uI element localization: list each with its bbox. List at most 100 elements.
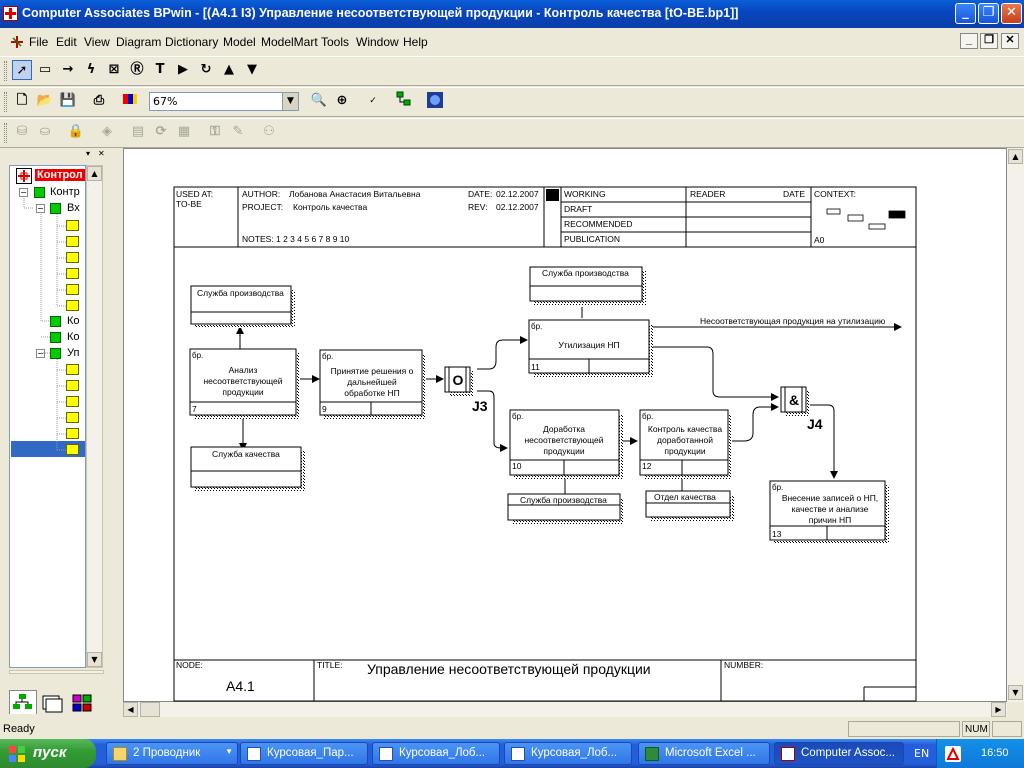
uow-box-11[interactable]: бр. Утилизация НП 11 bbox=[528, 319, 653, 377]
squiggle-tool-icon[interactable]: ϟ bbox=[86, 62, 96, 77]
mm-refresh-icon[interactable]: ⟳ bbox=[155, 124, 167, 139]
mm-disconnect-icon[interactable]: ⛀ bbox=[39, 124, 51, 139]
uow-box-13[interactable]: бр. Внесение записей о НП, качестве и ан… bbox=[769, 480, 889, 544]
model-explorer-icon[interactable] bbox=[394, 91, 414, 111]
task-bpwin[interactable]: Computer Assoc... bbox=[774, 742, 904, 765]
go-down-icon[interactable]: ▼ bbox=[247, 62, 257, 77]
zoom-select[interactable]: 67% ▼ bbox=[149, 92, 299, 111]
close-button[interactable]: ✕ bbox=[1001, 3, 1022, 24]
print-icon[interactable]: ⎙ bbox=[93, 93, 105, 108]
menu-modelmart[interactable]: ModelMart bbox=[261, 35, 318, 49]
mdi-minimize-button[interactable]: _ bbox=[960, 33, 978, 49]
menu-view[interactable]: View bbox=[84, 35, 110, 49]
uow-tool-icon[interactable]: ▭ bbox=[38, 62, 52, 77]
menu-dictionary[interactable]: Dictionary bbox=[165, 35, 219, 49]
task-explorer[interactable]: 2 Проводник ▼ bbox=[106, 742, 238, 765]
mm-library-icon[interactable]: ▤ bbox=[131, 124, 145, 139]
app-icon[interactable] bbox=[3, 6, 18, 21]
open-folder-icon[interactable]: 📂 bbox=[36, 93, 54, 108]
uow-node-icon[interactable] bbox=[66, 396, 79, 407]
mm-security-icon[interactable]: ⚿ bbox=[210, 124, 220, 139]
link-tool-icon[interactable]: → bbox=[62, 62, 74, 77]
scroll-left-icon[interactable]: ◀ bbox=[123, 702, 138, 717]
ref-box-tool-icon[interactable]: Ⓡ bbox=[130, 62, 144, 77]
scroll-down-icon[interactable]: ▼ bbox=[1008, 685, 1023, 700]
mm-users-icon[interactable]: ⚇ bbox=[263, 124, 275, 139]
close-icon[interactable]: ✕ bbox=[98, 149, 105, 158]
menu-edit[interactable]: Edit bbox=[56, 35, 77, 49]
collapse-icon[interactable]: − bbox=[19, 188, 28, 197]
object-box[interactable]: Отдел качества bbox=[645, 490, 734, 521]
minimize-button[interactable]: _ bbox=[955, 3, 976, 24]
uow-node-icon[interactable] bbox=[66, 268, 79, 279]
task-word-3[interactable]: Курсовая_Лоб... bbox=[504, 742, 632, 765]
uow-node-icon[interactable] bbox=[66, 252, 79, 263]
mm-grid-icon[interactable]: ▦ bbox=[177, 124, 191, 139]
toolbar-grip[interactable] bbox=[4, 123, 7, 143]
mdi-restore-button[interactable]: ❐ bbox=[980, 33, 998, 49]
scroll-down-icon[interactable]: ▼ bbox=[87, 652, 102, 667]
object-box[interactable]: Служба производства bbox=[529, 266, 646, 305]
task-excel[interactable]: Microsoft Excel ... bbox=[638, 742, 770, 765]
tree-scrollbar[interactable]: ▲ ▼ bbox=[86, 165, 103, 668]
spell-check-icon[interactable]: ✓ bbox=[369, 96, 377, 106]
tree-item[interactable]: Вх bbox=[67, 202, 80, 214]
uow-node-icon[interactable] bbox=[66, 444, 79, 455]
document-icon[interactable] bbox=[10, 35, 24, 49]
color-icon[interactable] bbox=[120, 91, 140, 111]
mdi-close-button[interactable]: ✕ bbox=[1001, 33, 1019, 49]
save-icon[interactable]: 💾 bbox=[59, 93, 77, 108]
object-box[interactable]: Служба качества bbox=[190, 446, 305, 491]
canvas-vscrollbar[interactable]: ▲ ▼ bbox=[1007, 148, 1024, 702]
chevron-down-icon[interactable]: ▾ bbox=[86, 149, 91, 158]
mm-lock-icon[interactable]: 🔒 bbox=[67, 124, 85, 139]
uow-node-icon[interactable] bbox=[66, 300, 79, 311]
uow-node-icon[interactable] bbox=[66, 236, 79, 247]
referent-tool-icon[interactable]: ⊠ bbox=[108, 62, 120, 77]
pointer-tool-icon[interactable]: ➚ bbox=[12, 60, 32, 80]
text-tool-icon[interactable]: T bbox=[155, 62, 165, 77]
uow-node-icon[interactable] bbox=[66, 364, 79, 375]
toolbar-grip[interactable] bbox=[4, 61, 7, 81]
chevron-down-icon[interactable]: ▼ bbox=[282, 93, 298, 110]
junction-j4[interactable]: & J4 bbox=[780, 386, 823, 432]
uow-box-7[interactable]: бр. Анализ несоответствующей продукции 7 bbox=[189, 348, 300, 419]
tree-root-label[interactable]: Контрол bbox=[35, 169, 85, 181]
uow-node-icon[interactable] bbox=[66, 428, 79, 439]
modelmart-icon[interactable] bbox=[425, 91, 445, 111]
scroll-right-icon[interactable]: ▶ bbox=[991, 702, 1006, 717]
menu-diagram[interactable]: Diagram bbox=[116, 35, 162, 49]
junction-j3[interactable]: O J3 bbox=[444, 366, 488, 414]
uow-box-9[interactable]: бр. Принятие решения о дальнейшей обрабо… bbox=[319, 349, 426, 419]
menu-help[interactable]: Help bbox=[403, 35, 428, 49]
tree-item[interactable]: Уп bbox=[67, 347, 80, 359]
task-word-2[interactable]: Курсовая_Лоб... bbox=[372, 742, 500, 765]
uow-box-10[interactable]: бр. Доработка несоответствующей продукци… bbox=[509, 409, 623, 479]
menu-file[interactable]: File bbox=[29, 35, 49, 49]
activities-tab-icon[interactable] bbox=[9, 690, 37, 714]
uow-node-icon[interactable] bbox=[66, 380, 79, 391]
tree-item[interactable]: Контр bbox=[50, 186, 80, 198]
mm-model-icon[interactable]: ◈ bbox=[102, 124, 112, 139]
tree-hscroll[interactable] bbox=[9, 670, 104, 674]
diagram-canvas[interactable]: USED AT: TO-BE AUTHOR: Лобанова Анастаси… bbox=[123, 148, 1007, 702]
uow-node-icon[interactable] bbox=[66, 220, 79, 231]
navigate-tool-icon[interactable]: ▶ bbox=[178, 62, 188, 77]
uow-node-icon[interactable] bbox=[66, 284, 79, 295]
scroll-up-icon[interactable]: ▲ bbox=[1008, 149, 1023, 164]
diagrams-tab-icon[interactable] bbox=[39, 692, 67, 714]
scroll-up-icon[interactable]: ▲ bbox=[87, 166, 102, 181]
tree-item[interactable]: Ко bbox=[67, 315, 80, 327]
mm-tools-icon[interactable]: ✎ bbox=[232, 124, 244, 139]
menu-window[interactable]: Window bbox=[356, 35, 399, 49]
object-box[interactable]: Служба производства bbox=[190, 285, 295, 328]
antivirus-icon[interactable] bbox=[945, 746, 961, 762]
language-indicator[interactable]: EN bbox=[914, 747, 930, 760]
uow-node-icon[interactable] bbox=[66, 412, 79, 423]
restore-button[interactable]: ❐ bbox=[978, 3, 999, 24]
collapse-icon[interactable]: − bbox=[36, 204, 45, 213]
go-up-icon[interactable]: ▲ bbox=[224, 62, 234, 77]
task-word-1[interactable]: Курсовая_Пар... bbox=[240, 742, 368, 765]
new-file-icon[interactable]: 🗋 bbox=[16, 93, 28, 108]
object-box[interactable]: Служба производства bbox=[507, 493, 624, 524]
